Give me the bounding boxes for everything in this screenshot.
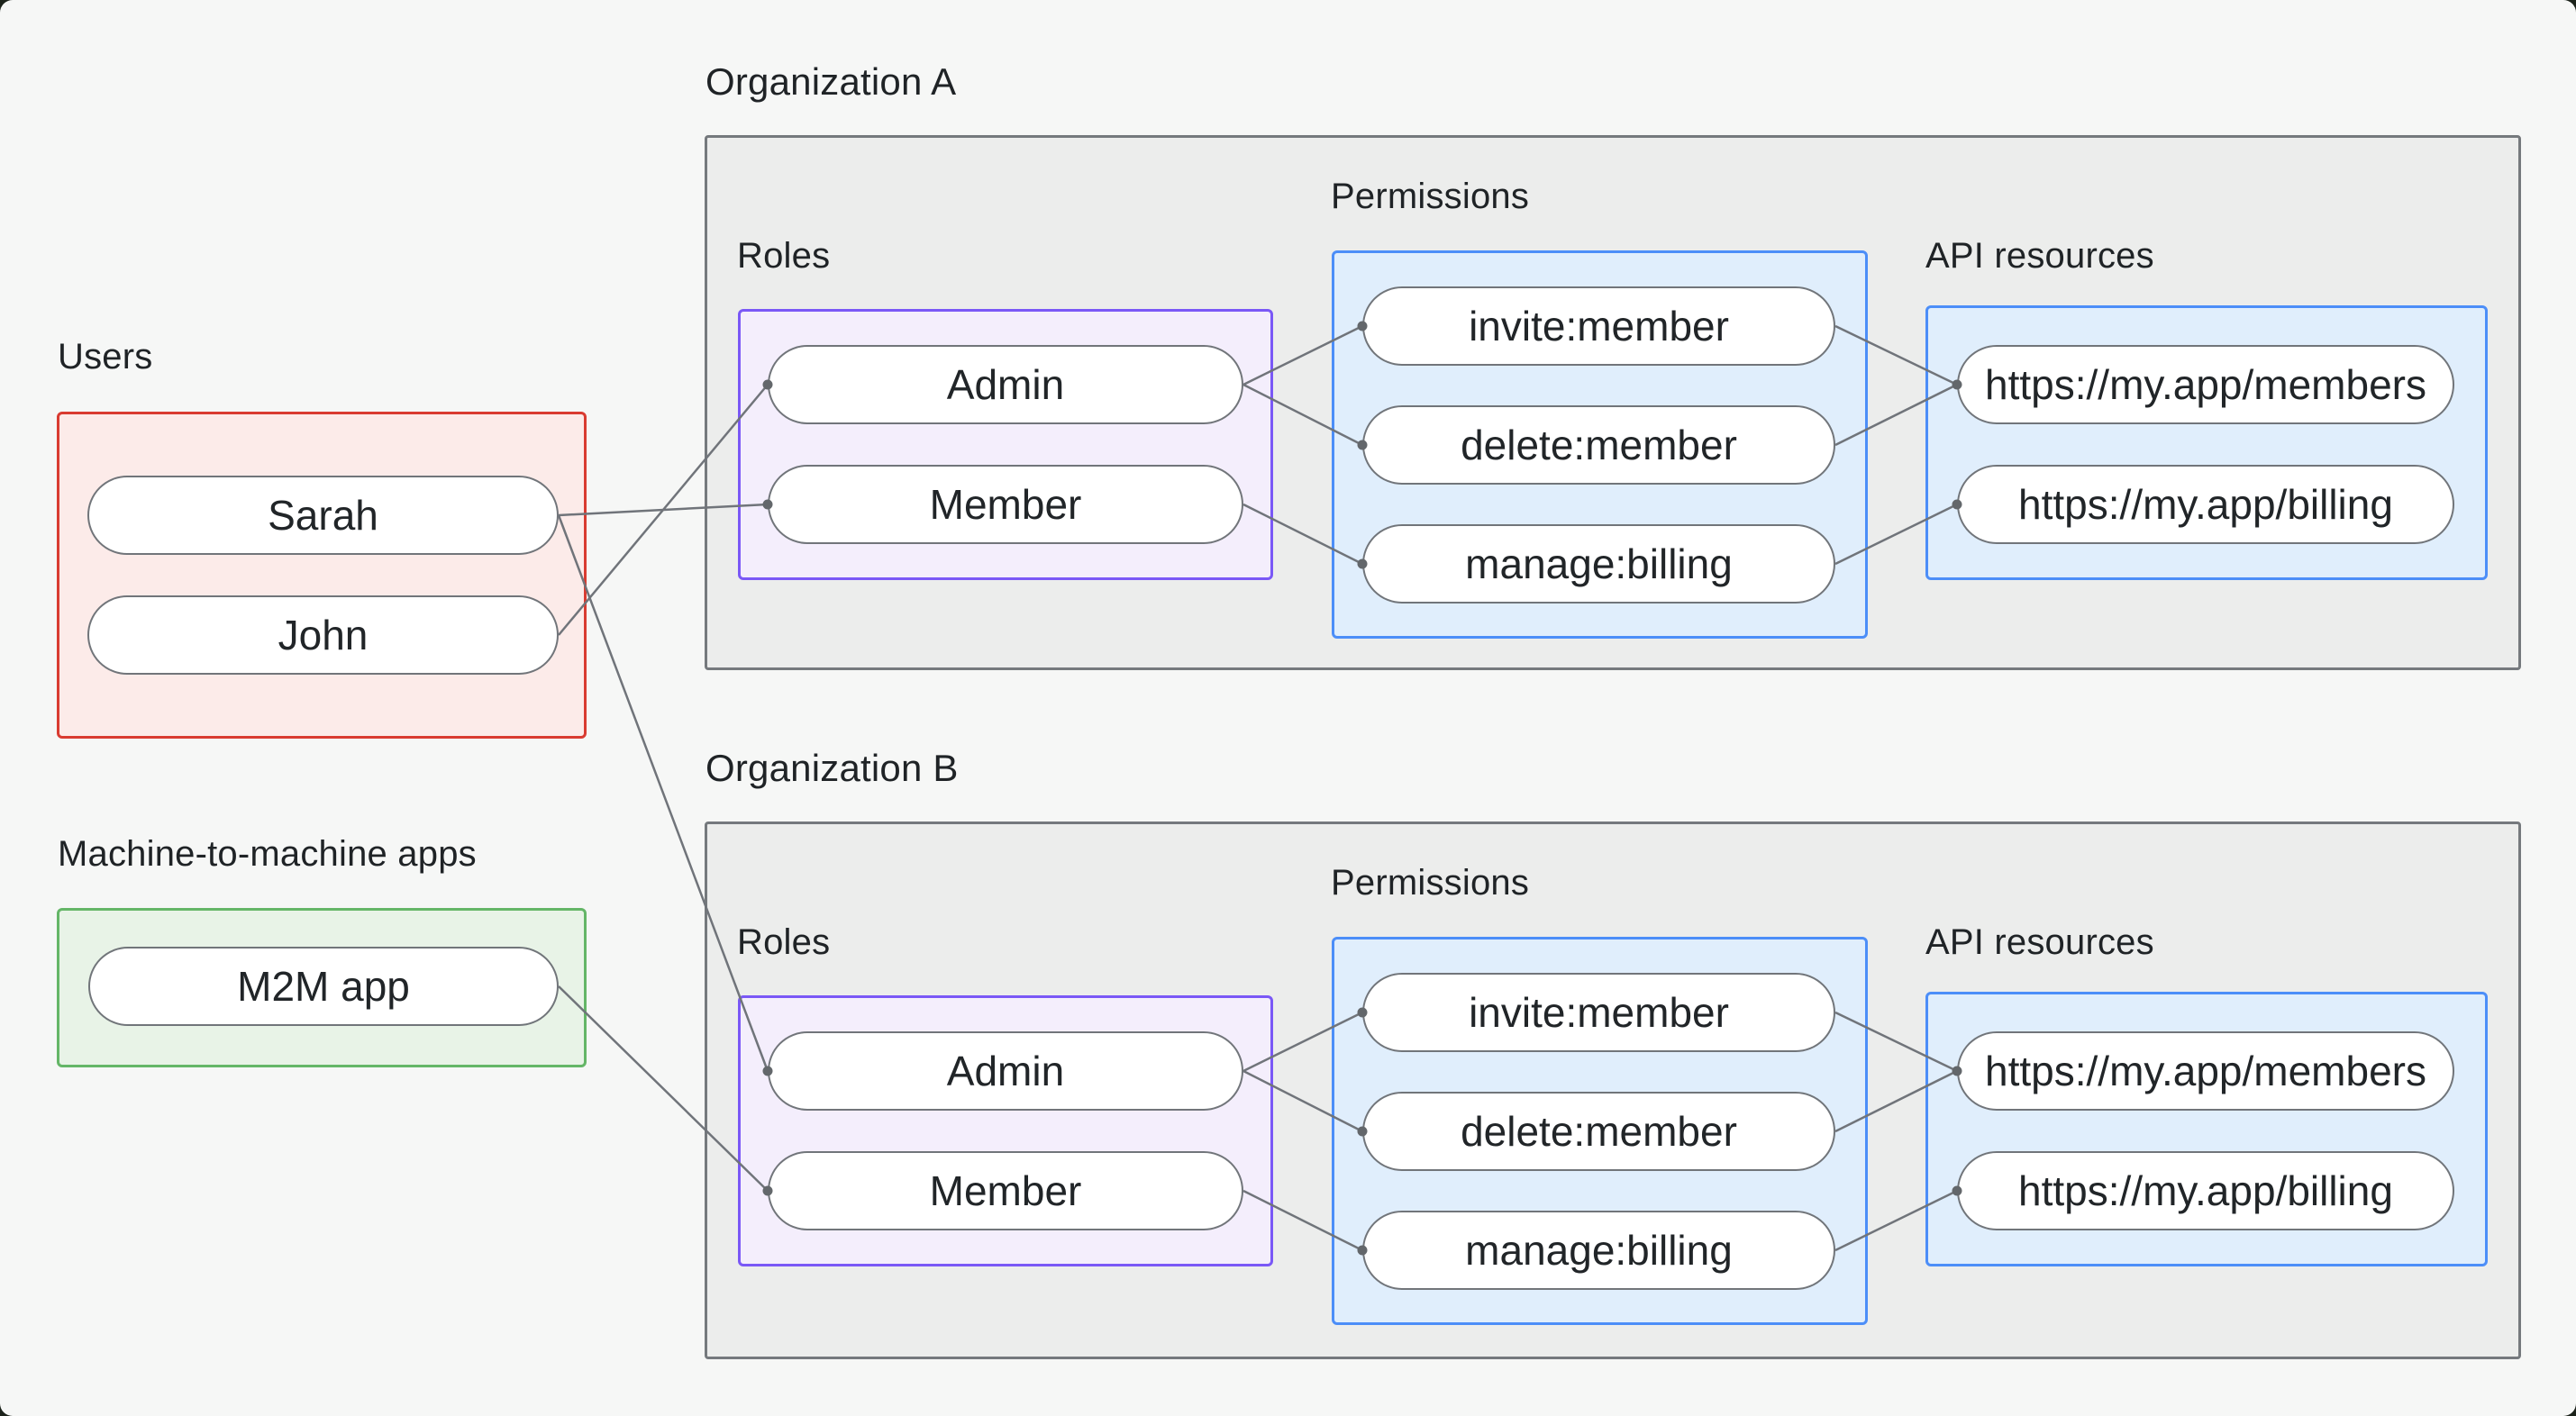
user-node-john: John: [87, 595, 559, 675]
org-a-role-admin: Admin: [768, 345, 1243, 424]
org-a-permission-delete-member: delete:member: [1362, 405, 1835, 485]
org-a-permission-invite-member: invite:member: [1362, 286, 1835, 366]
org-a-role-member: Member: [768, 465, 1243, 544]
org-a-permission-manage-billing: manage:billing: [1362, 524, 1835, 604]
org-b-permission-delete-member: delete:member: [1362, 1092, 1835, 1171]
org-b-role-member: Member: [768, 1151, 1243, 1230]
users-group-box: [57, 412, 587, 739]
org-a-title: Organization A: [705, 60, 957, 103]
m2m-group-label: Machine-to-machine apps: [58, 834, 477, 874]
org-b-api-members: https://my.app/members: [1957, 1031, 2454, 1111]
org-b-permission-manage-billing: manage:billing: [1362, 1211, 1835, 1290]
users-group-label: Users: [58, 337, 153, 377]
org-b-permission-invite-member: invite:member: [1362, 973, 1835, 1052]
user-node-sarah: Sarah: [87, 476, 559, 555]
org-b-api-label: API resources: [1925, 922, 2154, 962]
org-a-api-label: API resources: [1925, 236, 2154, 276]
m2m-node-app: M2M app: [88, 947, 559, 1026]
org-a-api-billing: https://my.app/billing: [1957, 465, 2454, 544]
org-b-role-admin: Admin: [768, 1031, 1243, 1111]
org-b-api-billing: https://my.app/billing: [1957, 1151, 2454, 1230]
org-a-api-members: https://my.app/members: [1957, 345, 2454, 424]
org-a-permissions-label: Permissions: [1331, 177, 1530, 216]
org-a-roles-label: Roles: [737, 236, 831, 276]
org-b-permissions-label: Permissions: [1331, 863, 1530, 903]
org-b-roles-label: Roles: [737, 922, 831, 962]
org-b-title: Organization B: [705, 747, 959, 789]
